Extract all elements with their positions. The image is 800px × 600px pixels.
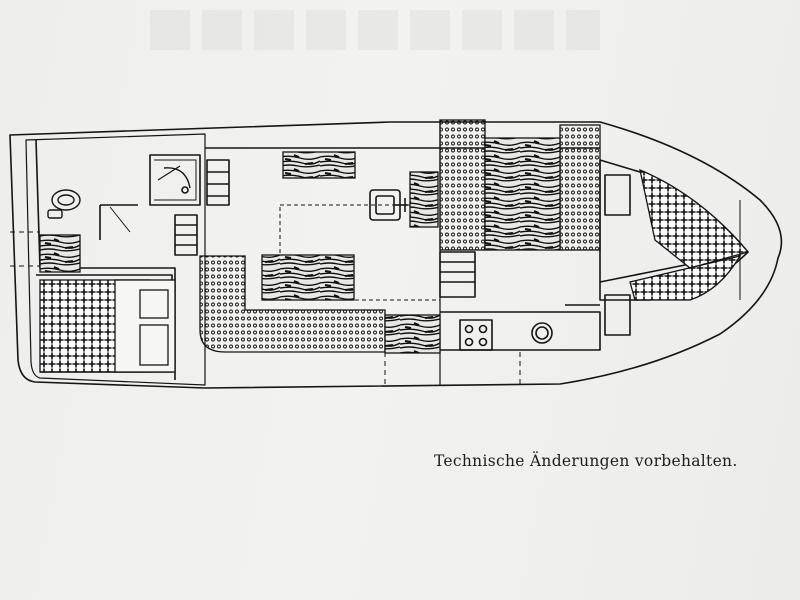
saloon-settee	[199, 255, 386, 353]
saloon-table	[261, 254, 355, 301]
shower-icon	[157, 165, 181, 181]
faint-bleed-through-text	[150, 10, 600, 50]
hull-inner-outline	[25, 133, 206, 386]
caption-technical-changes: Technische Änderungen vorbehalten.	[434, 452, 738, 470]
hull-outline	[9, 121, 783, 389]
forward-port-settee	[439, 119, 486, 251]
bow-berth-mattress	[639, 168, 750, 269]
toilet-icon	[47, 189, 81, 219]
forward-skylight	[282, 151, 356, 179]
